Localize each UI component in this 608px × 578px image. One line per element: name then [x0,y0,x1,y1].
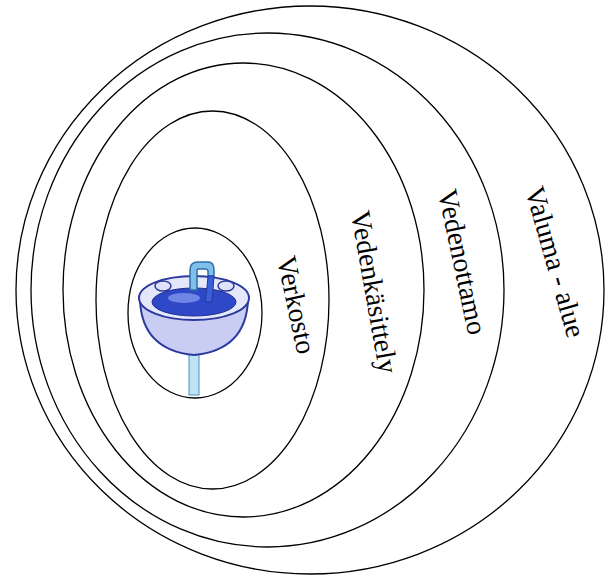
ring-label: Vedenottamo [433,187,491,337]
ring-region: Verkosto [95,110,330,490]
ring-outline [15,5,605,575]
ring-label: Vedenkäsittely [346,208,402,375]
ring-region: Valuma - alueVedenottamoVedenkäsittelyVe… [15,5,605,575]
ring-region: Vedenottamo Vedenkäsittely Verkosto [30,32,505,548]
ring-outline [30,32,505,548]
ring-label: Valuma - alue [520,183,590,340]
ring-label: Verkosto [272,253,320,356]
ring-region: Vedenkäsittely Verkosto [62,62,425,518]
